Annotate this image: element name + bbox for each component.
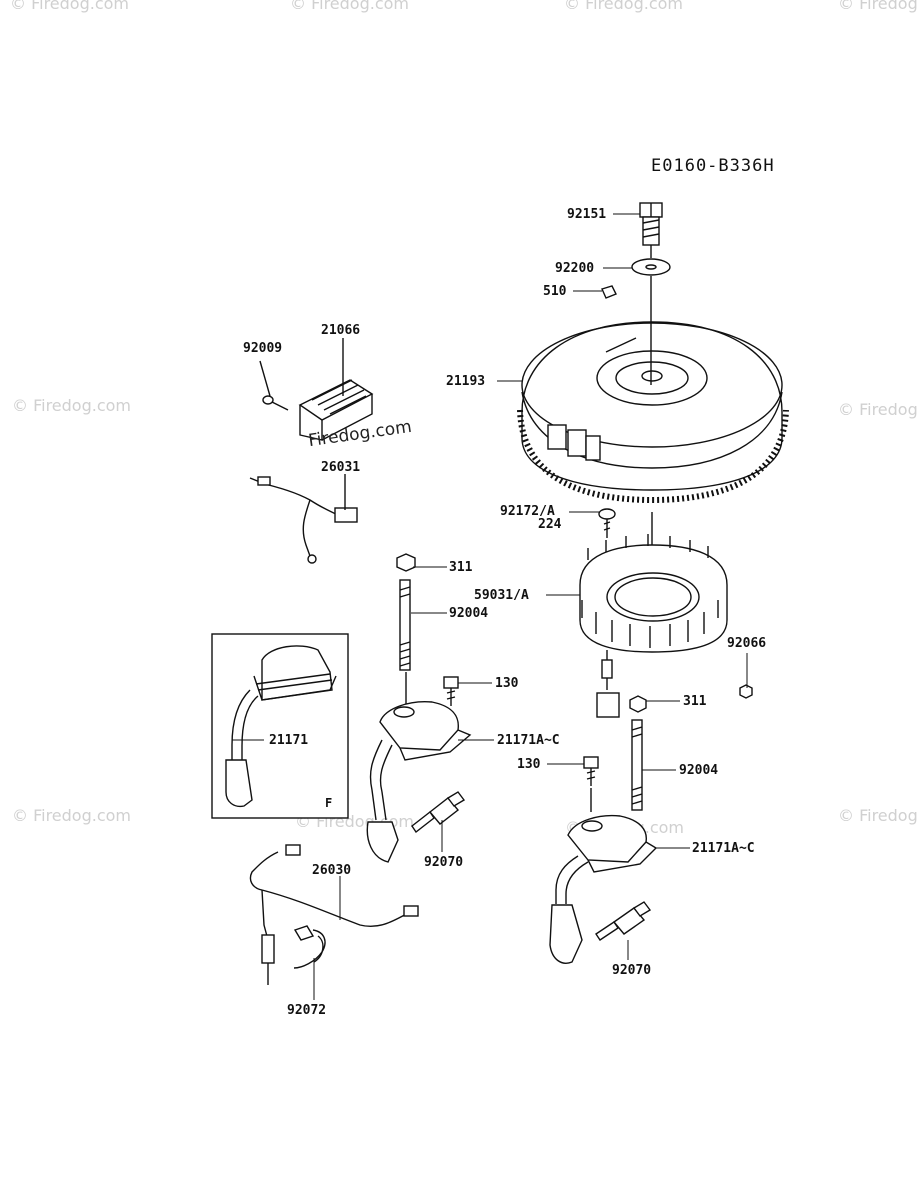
part-label-92004-left: 92004 <box>449 606 489 621</box>
part-label-26030: 26030 <box>312 863 352 878</box>
flywheel-21193 <box>517 321 789 504</box>
lead-26031 <box>249 476 358 564</box>
part-label-26031: 26031 <box>321 460 361 475</box>
part-label-92066: 92066 <box>727 636 767 651</box>
part-label-92072: 92072 <box>287 1003 327 1018</box>
watermark: © Firedog.com <box>12 806 131 825</box>
clamp-92072 <box>293 925 326 969</box>
part-label-224: 224 <box>538 517 562 532</box>
part-label-92070-right: 92070 <box>612 963 652 978</box>
inset-letter: F <box>325 796 333 810</box>
part-label-92151: 92151 <box>567 207 607 222</box>
part-label-92004-right: 92004 <box>679 763 719 778</box>
watermark: © Firedog.com <box>10 0 129 13</box>
spark-plug-left <box>411 791 466 834</box>
part-label-21193: 21193 <box>446 374 486 389</box>
part-label-130-left: 130 <box>495 676 519 691</box>
key-510 <box>601 285 617 299</box>
part-label-59031: 59031/A <box>474 588 529 603</box>
watermark: © Firedog.com <box>838 400 917 419</box>
screw-92009 <box>262 395 289 411</box>
watermark: © Firedog.com <box>290 0 409 13</box>
stud-92004-left <box>399 579 411 671</box>
ignition-coil-right <box>549 814 658 964</box>
watermark: © Firedog.com <box>838 0 917 13</box>
stator-59031 <box>579 534 728 653</box>
screw-92172 <box>598 508 616 538</box>
regulator-21066 <box>298 379 374 441</box>
part-label-92172: 92172/A <box>500 504 555 519</box>
part-label-21171: 21171 <box>269 733 309 748</box>
leader-lines <box>232 213 748 1000</box>
part-label-130-right: 130 <box>517 757 541 772</box>
part-label-510: 510 <box>543 284 567 299</box>
nut-311-left <box>396 553 416 572</box>
watermark: © Firedog.com <box>838 806 917 825</box>
bolt-130-right <box>583 756 599 786</box>
bolt-92151 <box>639 202 663 246</box>
nut-92066 <box>739 684 753 699</box>
watermark: © Firedog.com <box>564 0 683 13</box>
part-label-21171ac-right: 21171A~C <box>692 841 755 856</box>
inset-box <box>211 633 349 819</box>
part-label-311-left: 311 <box>449 560 473 575</box>
part-label-21066: 21066 <box>321 323 361 338</box>
part-label-311-right: 311 <box>683 694 707 709</box>
stator-wire <box>596 650 620 718</box>
lead-26030 <box>249 844 419 985</box>
ignition-coil-left <box>366 701 472 863</box>
watermark: © Firedog.com <box>12 396 131 415</box>
part-label-21171ac-left: 21171A~C <box>497 733 560 748</box>
stud-92004-right <box>631 719 643 811</box>
bolt-130-left <box>443 676 459 706</box>
part-label-92009: 92009 <box>243 341 283 356</box>
nut-311-right <box>629 695 647 713</box>
part-label-92200: 92200 <box>555 261 595 276</box>
spark-plug-right <box>595 901 652 941</box>
washer-92200 <box>631 258 671 276</box>
part-label-92070-left: 92070 <box>424 855 464 870</box>
diagram-code: E0160-B336H <box>651 156 775 176</box>
